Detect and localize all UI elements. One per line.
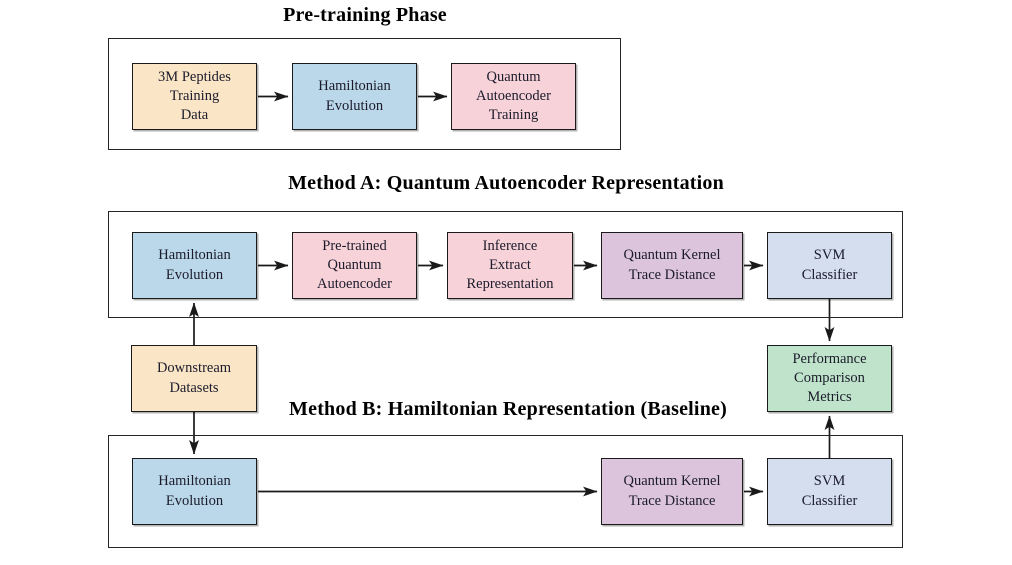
quantum-kernel-trace-distance-box-method-b[interactable]: Quantum Kernel Trace Distance <box>601 458 743 525</box>
node-line: Evolution <box>165 266 224 283</box>
node-line: Comparison <box>794 369 865 386</box>
node-line: Quantum Kernel <box>623 247 721 264</box>
node-line: Performance <box>792 350 867 367</box>
hamiltonian-evolution-box-method-b[interactable]: Hamiltonian Evolution <box>132 458 257 525</box>
node-line: Trace Distance <box>628 266 716 283</box>
node-line: Quantum Kernel <box>623 473 721 490</box>
node-line: Hamiltonian <box>318 78 391 95</box>
method-a-frame <box>108 211 903 318</box>
node-line: SVM <box>813 247 846 264</box>
node-line: Classifier <box>801 266 858 283</box>
hamiltonian-evolution-box-pretraining[interactable]: Hamiltonian Evolution <box>292 63 417 130</box>
node-line: Data <box>180 107 209 124</box>
node-line: Evolution <box>325 97 384 114</box>
node-line: Downstream <box>156 360 232 377</box>
pre-trained-quantum-autoencoder-box[interactable]: Pre-trained Quantum Autoencoder <box>292 232 417 299</box>
pretraining-phase-frame <box>108 38 621 150</box>
node-line: Pre-trained <box>322 237 387 254</box>
node-line: Training <box>169 87 220 104</box>
quantum-kernel-trace-distance-box-method-a[interactable]: Quantum Kernel Trace Distance <box>601 232 743 299</box>
node-line: Trace Distance <box>628 492 716 509</box>
quantum-autoencoder-training-box[interactable]: Quantum Autoencoder Training <box>451 63 576 130</box>
node-line: Autoencoder <box>476 87 551 104</box>
node-line: Metrics <box>807 389 852 406</box>
svm-classifier-box-method-b[interactable]: SVM Classifier <box>767 458 892 525</box>
3m-peptides-training-data-box[interactable]: 3M Peptides Training Data <box>132 63 257 130</box>
svm-classifier-box-method-a[interactable]: SVM Classifier <box>767 232 892 299</box>
performance-comparison-metrics-box[interactable]: Performance Comparison Metrics <box>767 345 892 412</box>
method-a-title: Method A: Quantum Autoencoder Representa… <box>288 172 724 194</box>
node-line: Evolution <box>165 492 224 509</box>
node-line: Extract <box>489 256 531 273</box>
node-line: Inference <box>482 237 538 254</box>
downstream-datasets-box[interactable]: Downstream Datasets <box>131 345 257 412</box>
node-line: Datasets <box>169 379 219 396</box>
hamiltonian-evolution-box-method-a[interactable]: Hamiltonian Evolution <box>132 232 257 299</box>
method-b-frame <box>108 435 903 548</box>
node-line: SVM <box>813 473 846 490</box>
node-line: Quantum <box>486 68 541 85</box>
node-line: Autoencoder <box>317 276 392 293</box>
node-line: Hamiltonian <box>158 473 231 490</box>
node-line: 3M Peptides <box>158 68 231 85</box>
node-line: Classifier <box>801 492 858 509</box>
node-line: Representation <box>466 276 554 293</box>
node-line: Training <box>488 107 539 124</box>
pretraining-phase-title: Pre-training Phase <box>283 4 447 26</box>
node-line: Quantum <box>327 256 382 273</box>
inference-extract-representation-box[interactable]: Inference Extract Representation <box>447 232 573 299</box>
node-line: Hamiltonian <box>158 247 231 264</box>
method-b-title: Method B: Hamiltonian Representation (Ba… <box>289 398 727 420</box>
